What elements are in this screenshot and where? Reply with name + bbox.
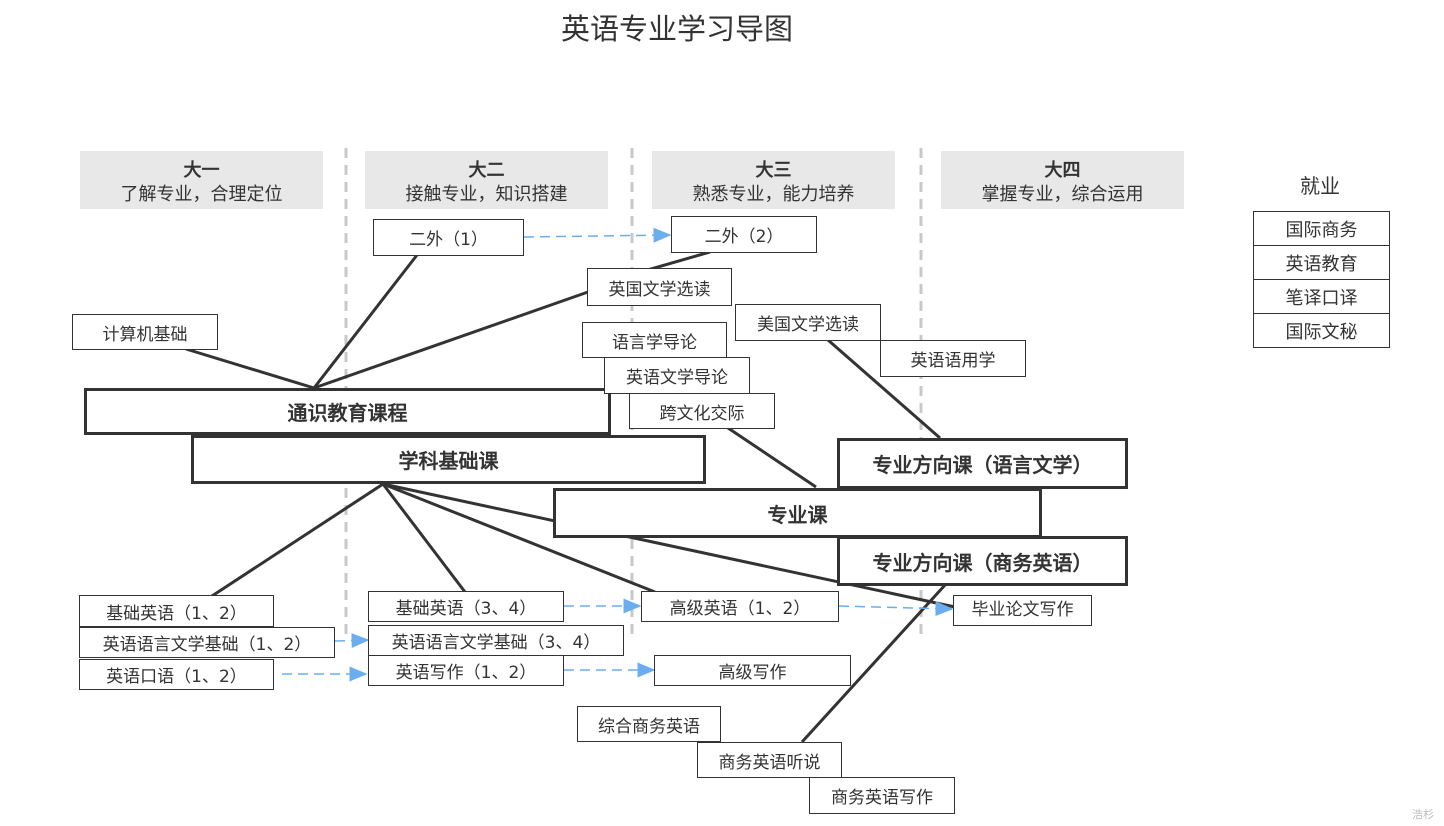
- employment-item[interactable]: 国际商务: [1254, 212, 1389, 246]
- year-header-2: 大二 接触专业，知识搭建: [365, 151, 608, 209]
- year-name: 大一: [183, 160, 220, 181]
- year-name: 大二: [468, 160, 505, 181]
- node-direction-literature[interactable]: 专业方向课（语言文学）: [837, 438, 1128, 489]
- course-business-writing[interactable]: 商务英语写作: [809, 777, 955, 814]
- employment-item[interactable]: 国际文秘: [1285, 321, 1358, 343]
- course-basic-english-12[interactable]: 基础英语（1、2）: [79, 595, 274, 627]
- node-subject-foundation[interactable]: 学科基础课: [191, 435, 706, 484]
- year-subtitle: 熟悉专业，能力培养: [692, 184, 855, 205]
- course-basic-english-34[interactable]: 基础英语（3、4）: [368, 591, 564, 622]
- course-pragmatics[interactable]: 英语语用学: [880, 340, 1026, 377]
- employment-item[interactable]: 笔译口译: [1254, 280, 1389, 314]
- course-linguistics-intro[interactable]: 语言学导论: [582, 322, 727, 358]
- year-header-1: 大一 了解专业，合理定位: [80, 151, 323, 209]
- year-subtitle: 掌握专业，综合运用: [981, 184, 1144, 205]
- course-writing-12[interactable]: 英语写作（1、2）: [368, 655, 564, 686]
- course-computer-basics[interactable]: 计算机基础: [72, 314, 218, 350]
- year-header-4: 大四 掌握专业，综合运用: [941, 151, 1184, 209]
- year-header-3: 大三 熟悉专业，能力培养: [652, 151, 895, 209]
- node-major-courses[interactable]: 专业课: [553, 488, 1042, 538]
- course-literature-intro[interactable]: 英语文学导论: [604, 357, 750, 394]
- employment-label: 就业: [1300, 174, 1340, 198]
- course-business-listening[interactable]: 商务英语听说: [697, 742, 842, 778]
- page-title: 英语专业学习导图: [560, 12, 793, 46]
- year-subtitle: 接触专业，知识搭建: [405, 184, 568, 205]
- course-advanced-english-12[interactable]: 高级英语（1、2）: [641, 591, 839, 622]
- progression-arrows: [282, 227, 954, 682]
- year-subtitle: 了解专业，合理定位: [120, 184, 283, 205]
- course-american-literature[interactable]: 美国文学选读: [735, 304, 881, 341]
- course-second-foreign-1[interactable]: 二外（1）: [373, 219, 524, 256]
- year-name: 大四: [1044, 160, 1081, 181]
- course-lang-lit-basics-12[interactable]: 英语语言文学基础（1、2）: [79, 627, 335, 658]
- node-direction-business[interactable]: 专业方向课（商务英语）: [837, 536, 1128, 586]
- node-general-education[interactable]: 通识教育课程: [84, 388, 611, 435]
- course-intercultural[interactable]: 跨文化交际: [629, 393, 775, 429]
- employment-list: 国际商务 英语教育 笔译口译 国际文秘: [1253, 211, 1390, 348]
- watermark: 浩杉: [1412, 808, 1434, 821]
- course-comprehensive-business[interactable]: 综合商务英语: [577, 706, 721, 742]
- course-thesis[interactable]: 毕业论文写作: [953, 595, 1092, 626]
- tree-connectors: [185, 250, 956, 744]
- course-advanced-writing[interactable]: 高级写作: [654, 655, 851, 686]
- course-british-literature[interactable]: 英国文学选读: [587, 268, 732, 306]
- course-second-foreign-2[interactable]: 二外（2）: [671, 216, 817, 253]
- course-oral-english-12[interactable]: 英语口语（1、2）: [79, 659, 274, 690]
- year-name: 大三: [755, 160, 792, 181]
- course-lang-lit-basics-34[interactable]: 英语语言文学基础（3、4）: [368, 625, 624, 656]
- employment-item[interactable]: 英语教育: [1254, 246, 1389, 280]
